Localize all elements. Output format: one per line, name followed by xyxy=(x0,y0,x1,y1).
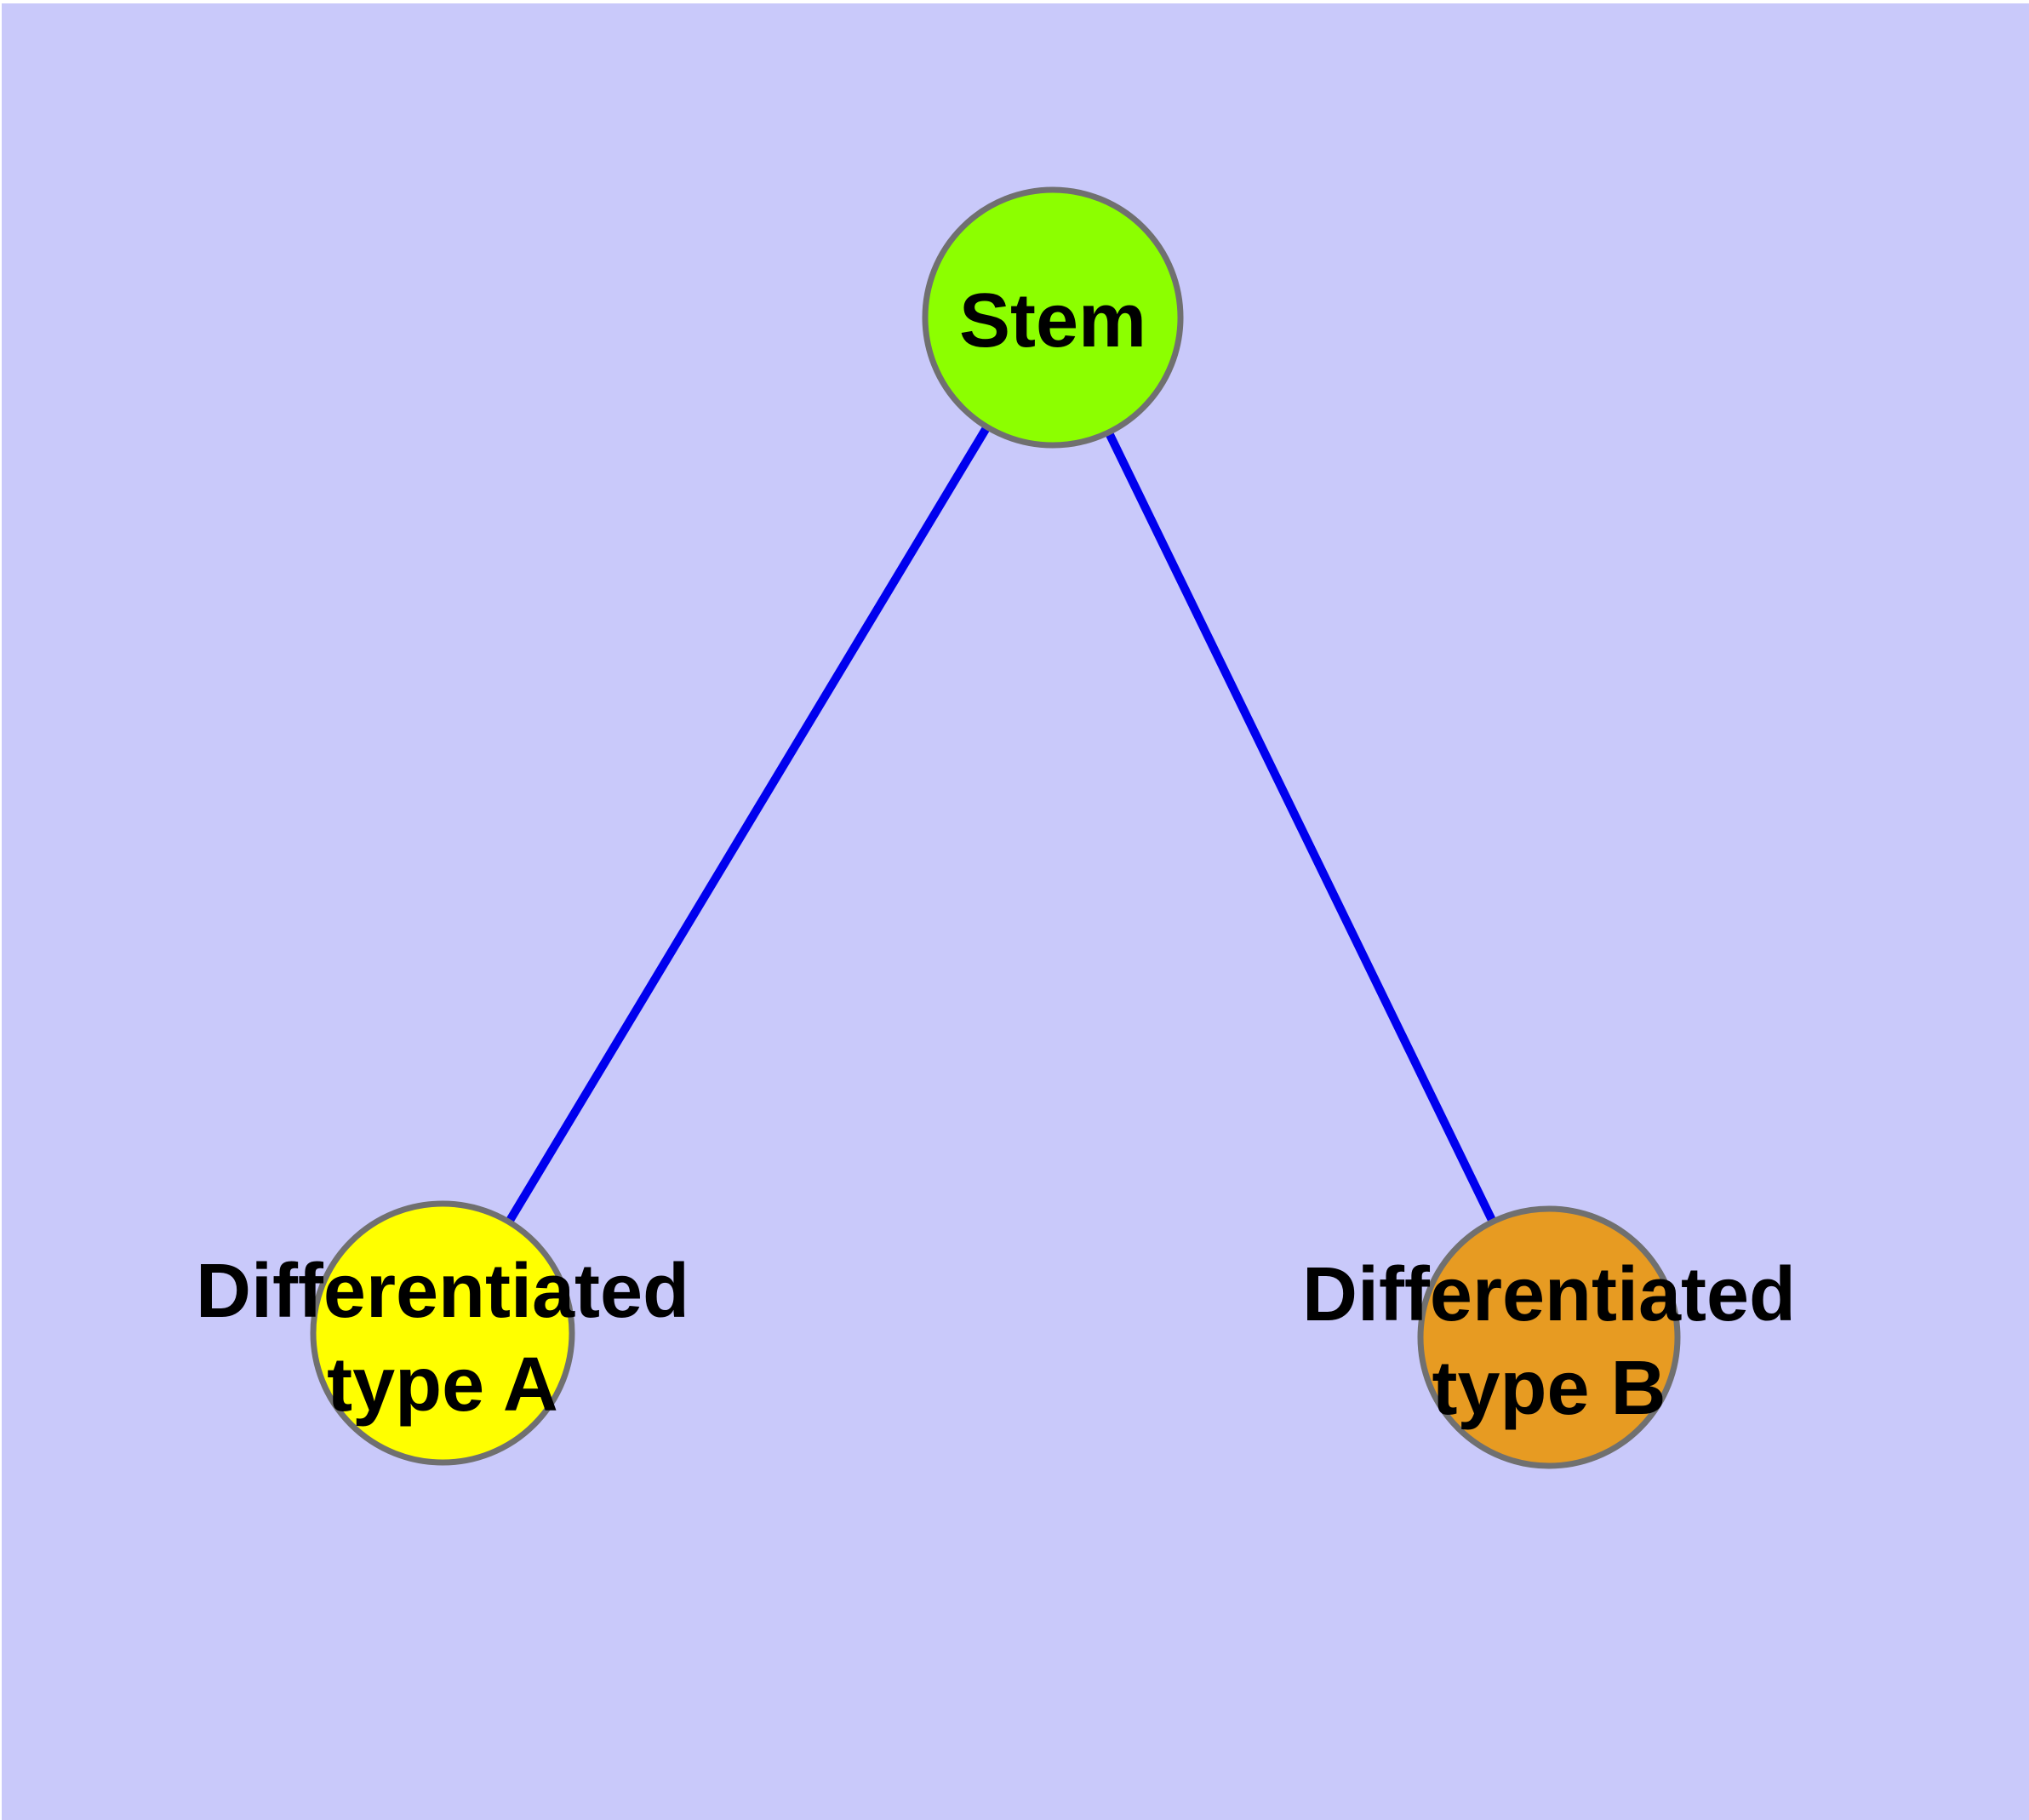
node-type-a-circle xyxy=(310,1200,575,1466)
edge-layer xyxy=(438,315,1553,1340)
node-type-a-label-line1: Differentiated xyxy=(196,1249,689,1334)
node-stem-circle xyxy=(922,186,1184,449)
node-type-b-label-line2: type B xyxy=(1432,1346,1666,1431)
node-type-b-label-line1: Differentiated xyxy=(1302,1252,1796,1337)
node-type-b-circle xyxy=(1417,1205,1681,1469)
node-type-a-label-line2: type A xyxy=(327,1342,558,1428)
node-stem-label: Stem xyxy=(959,278,1146,363)
edge-stem-to-type-b xyxy=(1049,315,1553,1340)
node-type-a: Differentiated type A xyxy=(196,1200,689,1466)
edge-stem-to-type-a xyxy=(438,315,1057,1335)
node-type-b: Differentiated type B xyxy=(1302,1205,1796,1469)
node-stem: Stem xyxy=(922,186,1184,449)
